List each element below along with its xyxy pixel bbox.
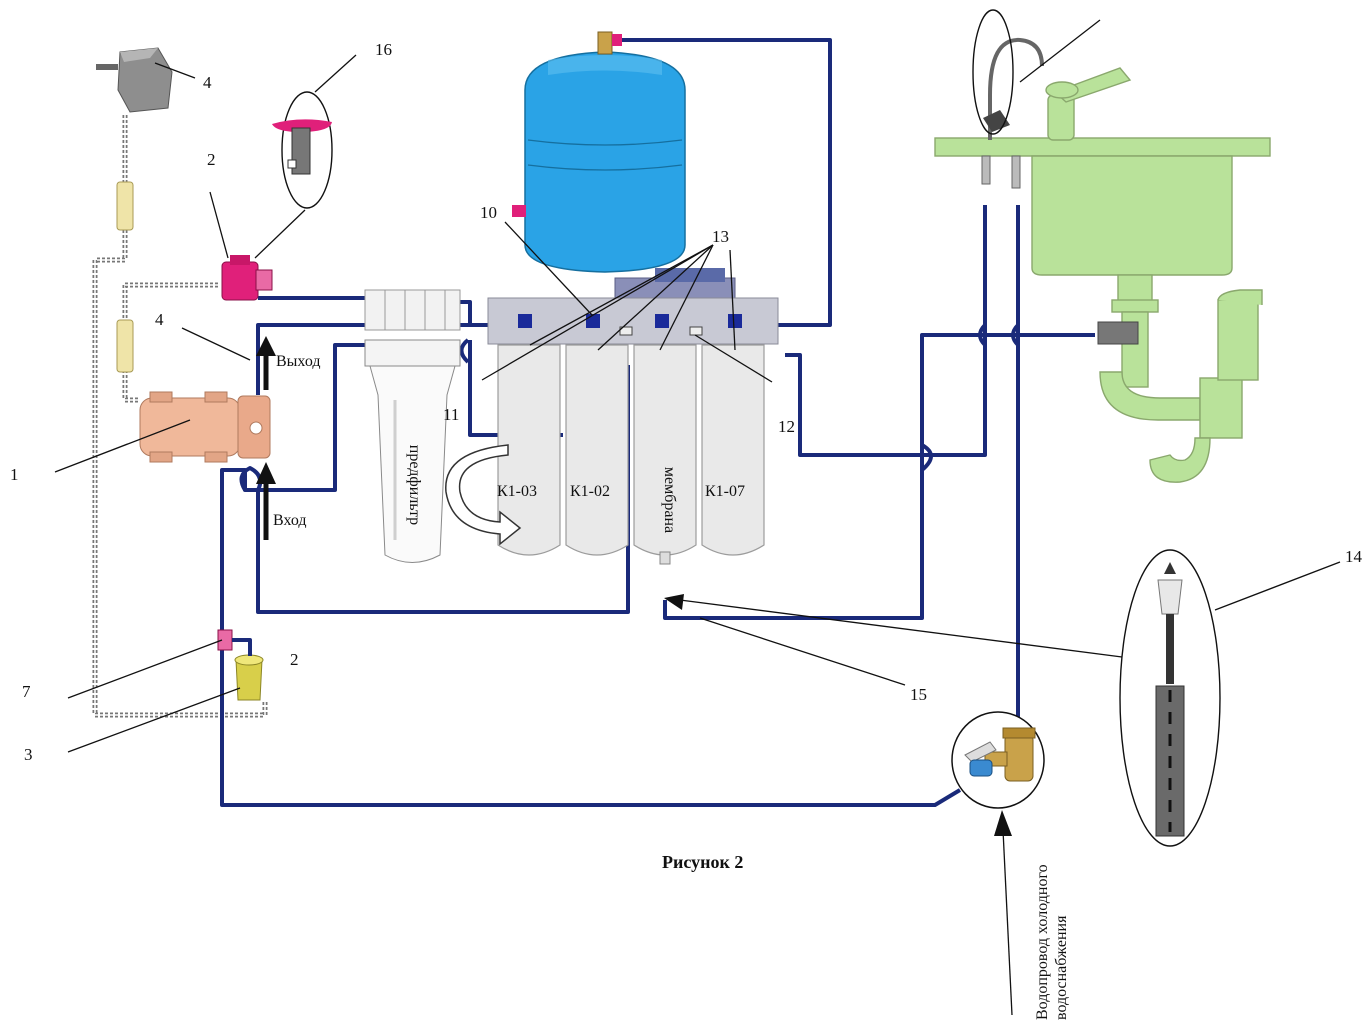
storage-tank [512,31,686,273]
figure-caption: Рисунок 2 [662,852,743,872]
flow-arrows [256,336,276,540]
part-number-2-top: 2 [207,150,216,169]
low-pressure-switch [217,629,264,701]
part-number-3: 3 [24,745,33,764]
part-number-15: 15 [910,685,927,704]
inlet-label: Вход [273,512,307,529]
cartridge-manifold [487,268,779,345]
cartridges: К1-03 К1-02 мембрана К1-07 [497,344,765,565]
part-number-2-bottom: 2 [290,650,299,669]
part-number-16: 16 [375,40,392,59]
cartridge-k102-label: К1-02 [570,483,610,500]
rotation-arrow-icon [445,444,522,546]
part-number-7: 7 [22,682,31,701]
water-supply-label-line1: Водопровод холодного [1034,864,1051,1020]
prefilter-label: предфильтр [406,445,423,525]
water-supply-label: Водопровод холодного водоснабжения [1034,864,1070,1020]
leader-lines [54,19,1341,1016]
part-number-11: 11 [443,405,459,424]
booster-pump [139,391,271,463]
part-number-12: 12 [778,417,795,436]
part-number-4-lower: 4 [155,310,164,329]
pressure-switch [221,255,273,301]
outlet-label: Выход [276,353,321,370]
callout-16 [272,91,333,209]
part-number-1: 1 [10,465,19,484]
pre-filter: предфильтр [364,289,461,563]
membrane-label: мембрана [661,467,678,533]
callout-faucet [972,9,1014,135]
part-number-14: 14 [1345,547,1363,566]
power-wiring [92,115,268,718]
cold-water-tap [951,711,1045,809]
part-number-4-adapter: 4 [203,73,212,92]
cartridge-k107-label: К1-07 [705,483,745,500]
power-adapter [96,47,173,113]
part-number-10: 10 [480,203,497,222]
part-number-13: 13 [712,227,729,246]
part-numbers: 1 2 2 3 4 4 7 10 11 12 13 14 15 16 [10,40,1363,764]
sink [934,37,1271,483]
callout-14 [1119,549,1221,847]
water-supply-label-line2: водоснабжения [1053,915,1070,1020]
cartridge-k103-label: К1-03 [497,483,537,500]
